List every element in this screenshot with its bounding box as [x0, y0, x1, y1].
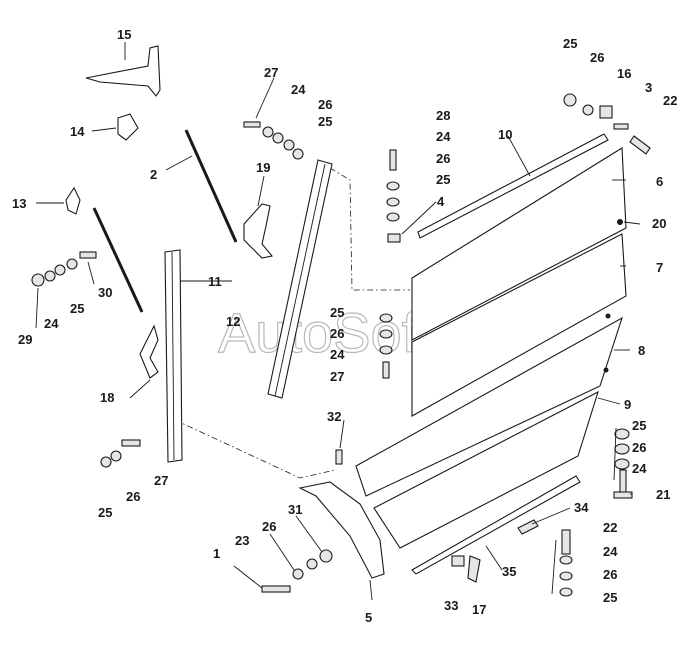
part-6-panel	[411, 147, 627, 341]
callout-25-stack: 25	[436, 172, 450, 187]
hardware-row-top	[243, 121, 304, 160]
hardware-33-17	[451, 555, 481, 583]
hardware-row-left	[31, 251, 97, 287]
callout-15: 15	[117, 27, 131, 42]
part-5-mudguard	[298, 481, 385, 579]
part-30-rod	[92, 207, 144, 313]
part-20-dot	[617, 219, 623, 225]
part-11-post	[164, 249, 183, 463]
callout-labels: 15 14 13 2 27 24 26 25 19 28 24 26 25 4 …	[12, 27, 677, 625]
hardware-stack-middle	[379, 313, 393, 379]
part-8-dot-upper	[605, 313, 611, 319]
callout-25-left: 25	[70, 301, 84, 316]
part-2-rod	[184, 129, 238, 243]
callout-16: 16	[617, 66, 631, 81]
callout-25-tr: 25	[563, 36, 577, 51]
callout-7: 7	[656, 260, 663, 275]
callout-26-tr: 26	[590, 50, 604, 65]
callout-34: 34	[574, 500, 589, 515]
hardware-stack-top	[386, 149, 401, 243]
hardware-row-lower-left	[100, 439, 141, 468]
callout-27-mid: 27	[330, 369, 344, 384]
watermark-text: AutoSoft	[218, 301, 433, 364]
callout-24-mid: 24	[330, 347, 345, 362]
part-10-rail	[417, 133, 609, 239]
part-18-bracket	[139, 324, 159, 379]
callout-9: 9	[624, 397, 631, 412]
callout-1: 1	[213, 546, 220, 561]
callout-24-top: 24	[291, 82, 306, 97]
assembly-line-post	[329, 167, 410, 291]
part-35-rail	[411, 475, 581, 575]
callout-24-stack: 24	[436, 129, 451, 144]
callout-27-lower: 27	[154, 473, 168, 488]
callout-10: 10	[498, 127, 512, 142]
part-7-panel	[411, 233, 627, 417]
part-9-panel	[373, 390, 599, 549]
callout-14: 14	[70, 124, 85, 139]
callout-3: 3	[645, 80, 652, 95]
callout-18: 18	[100, 390, 114, 405]
leader-lines	[35, 42, 641, 601]
callout-31: 31	[288, 502, 302, 517]
part-14-clip	[117, 113, 139, 141]
callout-28: 28	[436, 108, 450, 123]
callout-22-top: 22	[663, 93, 677, 108]
callout-32: 32	[327, 409, 341, 424]
callout-12: 12	[226, 314, 240, 329]
callout-25-lower: 25	[98, 505, 112, 520]
callout-24-right: 24	[632, 461, 647, 476]
callout-24-bottom: 24	[603, 544, 618, 559]
callout-27-top: 27	[264, 65, 278, 80]
callout-11: 11	[208, 274, 222, 289]
hardware-stack-right	[614, 428, 630, 470]
callout-19: 19	[256, 160, 270, 175]
callout-25-top: 25	[318, 114, 332, 129]
callout-26-mid: 26	[330, 326, 344, 341]
callout-35: 35	[502, 564, 516, 579]
hardware-row-bottom-left	[261, 549, 333, 593]
callout-25-bottom: 25	[603, 590, 617, 605]
callout-26-stack: 26	[436, 151, 450, 166]
callout-30: 30	[98, 285, 112, 300]
callout-26-top: 26	[318, 97, 332, 112]
callout-13: 13	[12, 196, 26, 211]
callout-33: 33	[444, 598, 458, 613]
callout-24-left: 24	[44, 316, 59, 331]
callout-8: 8	[638, 343, 645, 358]
hardware-32-pin	[335, 449, 343, 465]
callout-29: 29	[18, 332, 32, 347]
part-8-panel	[355, 316, 623, 497]
hardware-stack-bottom-right	[559, 529, 573, 597]
callout-5: 5	[365, 610, 372, 625]
hardware-row-top-right	[563, 93, 651, 155]
part-12-post	[267, 159, 333, 399]
part-8-dot-lower	[603, 367, 609, 373]
callout-20: 20	[652, 216, 666, 231]
callout-26-bl: 26	[262, 519, 276, 534]
assembly-line-lower	[174, 419, 336, 479]
callout-25-mid: 25	[330, 305, 344, 320]
callout-25-right: 25	[632, 418, 646, 433]
callout-23: 23	[235, 533, 249, 548]
callout-22-bottom: 22	[603, 520, 617, 535]
callout-26-bottom: 26	[603, 567, 617, 582]
hardware-34-bracket	[517, 519, 539, 535]
callout-26-lower: 26	[126, 489, 140, 504]
part-13-clip	[65, 186, 81, 215]
callout-6: 6	[656, 174, 663, 189]
callout-2: 2	[150, 167, 157, 182]
callout-21: 21	[656, 487, 670, 502]
part-15-bracket	[85, 45, 161, 97]
callout-26-right: 26	[632, 440, 646, 455]
part-21-bolt	[613, 469, 633, 499]
callout-4: 4	[437, 194, 445, 209]
callout-17: 17	[472, 602, 486, 617]
part-19-bracket	[243, 203, 274, 259]
